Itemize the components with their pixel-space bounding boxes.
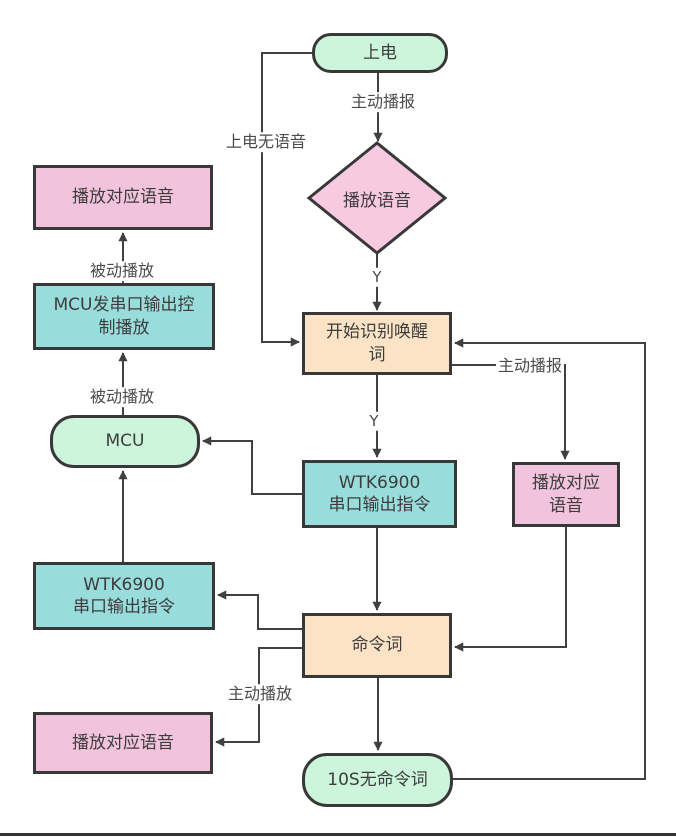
page-bottom-divider xyxy=(0,833,676,836)
node-wtk6900-serial-center: WTK6900 串口输出指令 xyxy=(302,460,457,528)
edge-command-to-wtk-left xyxy=(217,590,302,630)
node-wtk6900-serial-left: WTK6900 串口输出指令 xyxy=(33,562,215,630)
edge-label-passive-play-upper: 被动播放 xyxy=(87,261,157,281)
node-mcu-serial-control: MCU发串口输出控 制播放 xyxy=(33,283,215,350)
node-start-wake-word: 开始识别唤醒 词 xyxy=(302,312,452,375)
node-play-voice-right: 播放对应 语音 xyxy=(512,462,620,527)
edge-label-active-play-bottom: 主动播放 xyxy=(225,684,295,704)
edge-no-command-loop-to-wake xyxy=(453,338,646,780)
node-play-voice-top-left: 播放对应语音 xyxy=(33,165,213,230)
edge-label-active-broadcast-right: 主动播报 xyxy=(495,356,565,376)
node-command-word: 命令词 xyxy=(302,613,452,678)
edge-label-yes-1: Y xyxy=(370,267,384,287)
edge-wake-to-play-right xyxy=(452,364,570,460)
node-mcu: MCU xyxy=(50,415,200,468)
node-play-voice-bottom-left: 播放对应语音 xyxy=(33,712,213,774)
edge-label-power-on-no-voice: 上电无语音 xyxy=(223,132,309,152)
edge-label-passive-play-lower: 被动播放 xyxy=(87,387,157,407)
node-power-on: 上电 xyxy=(312,33,448,73)
edge-label-yes-2: Y xyxy=(367,411,381,431)
decision-diamond-shape xyxy=(306,141,448,255)
node-play-voice-decision-label: 播放语音 xyxy=(343,190,411,211)
edge-play-right-to-command xyxy=(454,527,567,652)
edge-label-active-broadcast-top: 主动播报 xyxy=(348,92,418,112)
node-no-command-10s: 10S无命令词 xyxy=(302,753,453,807)
edge-power-no-voice-to-wake xyxy=(261,52,312,347)
edge-wtk-serial-to-mcu xyxy=(202,436,302,495)
